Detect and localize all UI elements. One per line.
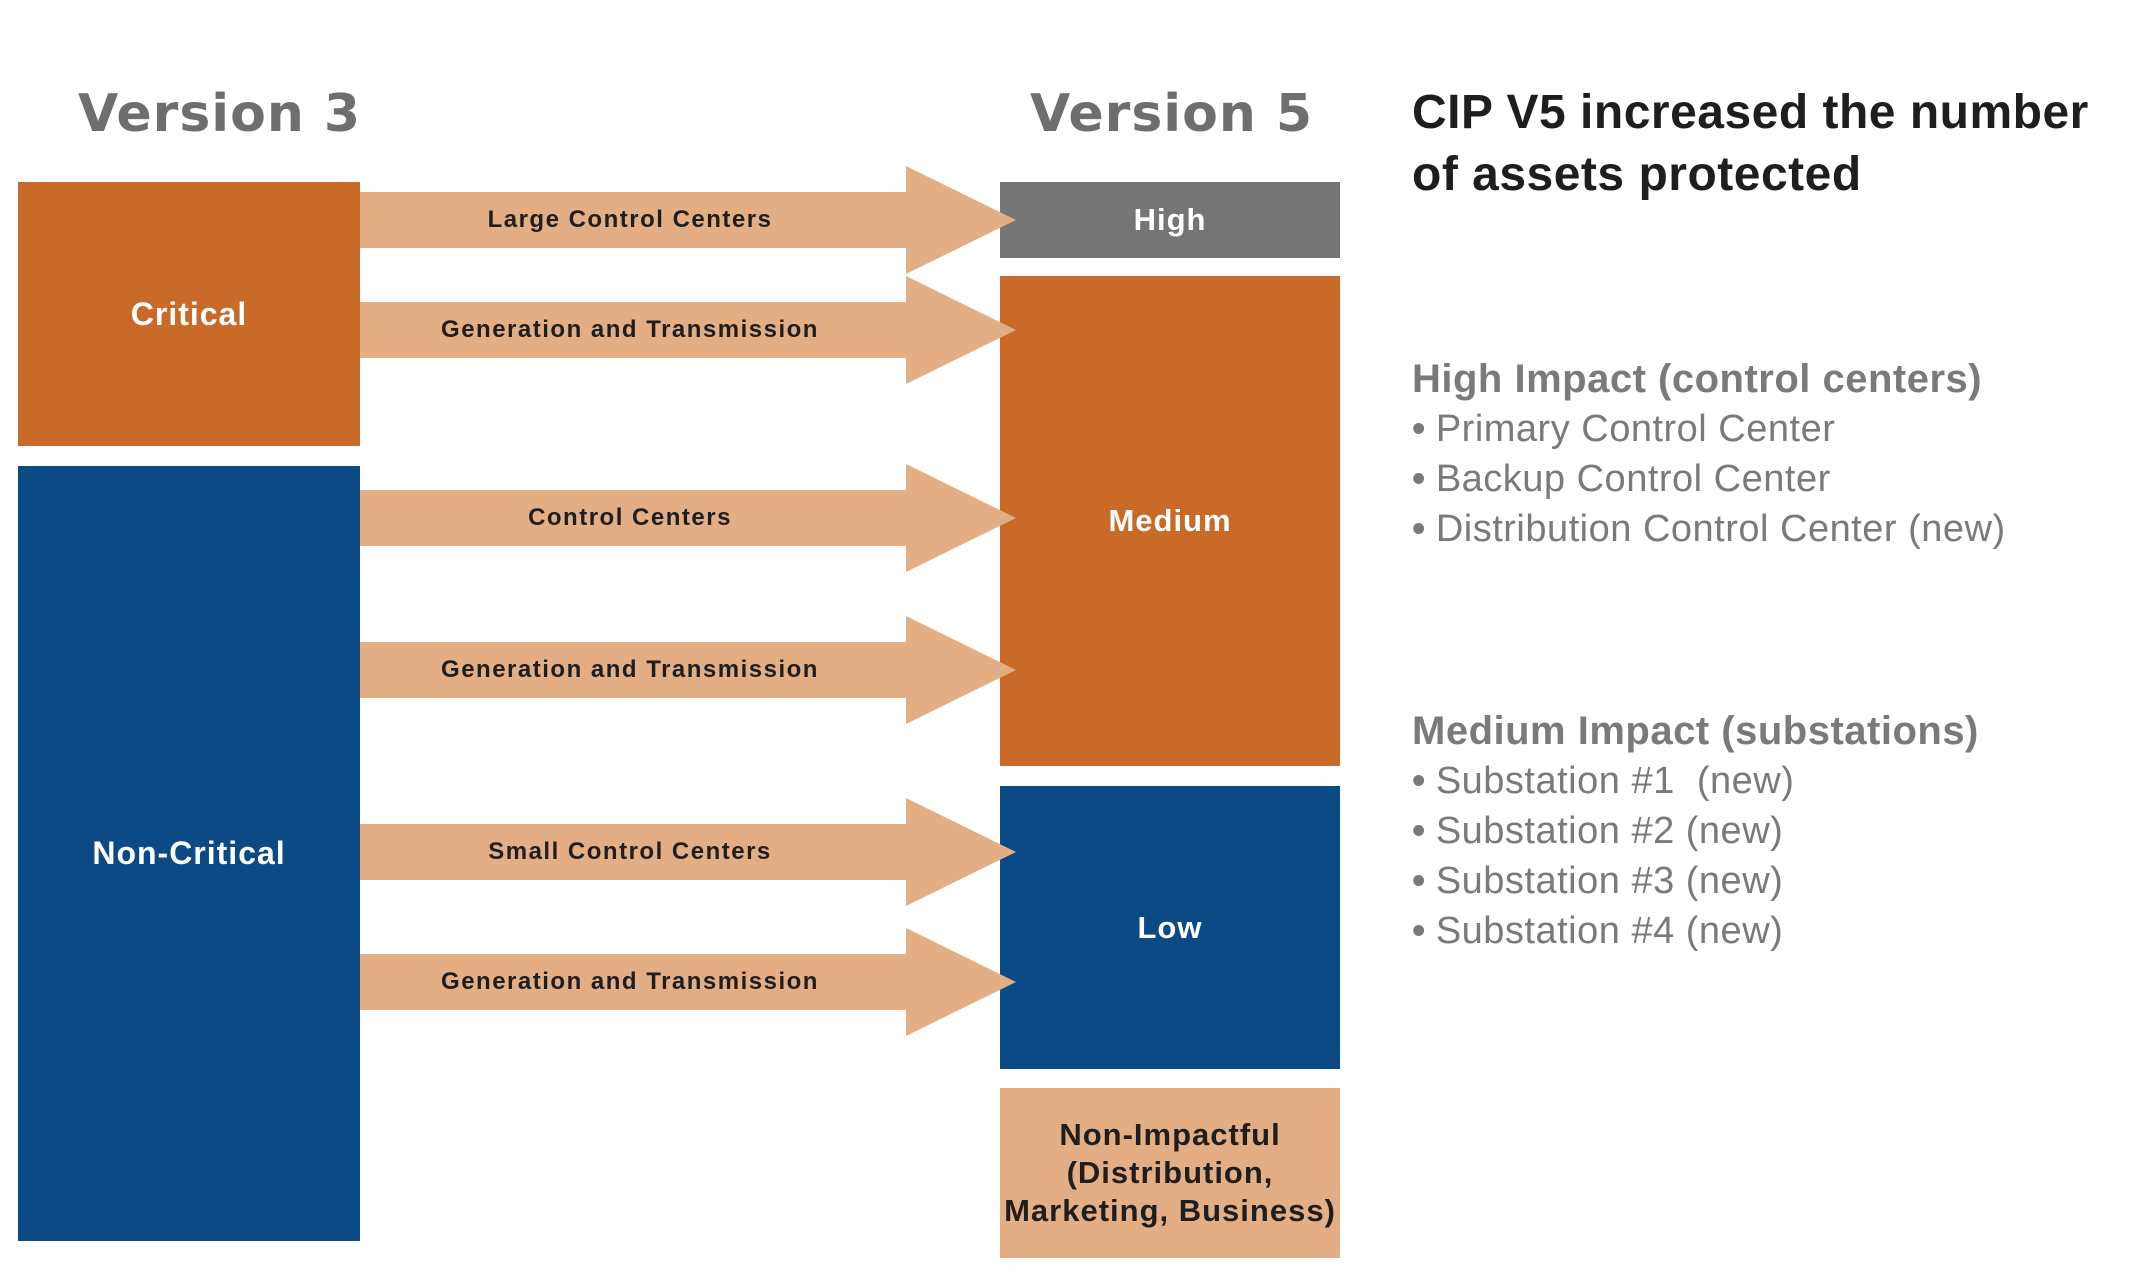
arrow-generation-transmission-1: Generation and Transmission — [360, 276, 1020, 384]
arrow-small-control-centers: Small Control Centers — [360, 798, 1020, 906]
high-impact-section: High Impact (control centers) •Primary C… — [1412, 354, 2006, 554]
critical-box: Critical — [18, 182, 360, 446]
bullet-icon: • — [1412, 458, 1426, 500]
arrow-label: Small Control Centers — [488, 838, 772, 865]
medium-box: Medium — [1000, 276, 1340, 766]
bullet-icon: • — [1412, 508, 1426, 550]
arrow-label: Control Centers — [528, 504, 732, 531]
list-item: •Backup Control Center — [1412, 454, 2006, 504]
list-item-text: Backup Control Center — [1435, 458, 1831, 500]
high-label: High — [1133, 202, 1207, 237]
list-item-text: Substation #2 (new) — [1435, 810, 1784, 852]
non-impactful-line-1: Non-Impactful — [1059, 1117, 1281, 1152]
non-impactful-box: Non-Impactful (Distribution, Marketing, … — [1000, 1088, 1340, 1258]
low-label: Low — [1137, 909, 1203, 945]
arrow-shape — [360, 798, 1016, 906]
version3-heading: Version 3 — [78, 84, 362, 144]
bullet-icon: • — [1412, 810, 1426, 852]
arrow-shape — [360, 616, 1016, 724]
non-critical-label: Non-Critical — [92, 835, 286, 871]
non-impactful-line-2: (Distribution, — [1066, 1155, 1274, 1190]
medium-label: Medium — [1108, 503, 1232, 538]
right-panel-title: CIP V5 increased the number of assets pr… — [1412, 86, 2089, 201]
list-item: •Substation #4 (new) — [1412, 906, 1979, 956]
medium-impact-section: Medium Impact (substations) •Substation … — [1412, 706, 1979, 956]
bullet-icon: • — [1412, 860, 1426, 902]
arrow-shape — [360, 166, 1016, 274]
arrow-label: Generation and Transmission — [441, 316, 819, 343]
critical-label: Critical — [130, 295, 248, 332]
list-item-text: Substation #4 (new) — [1435, 910, 1784, 952]
arrow-label: Large Control Centers — [487, 206, 773, 233]
low-box: Low — [1000, 786, 1340, 1069]
arrow-large-control-centers: Large Control Centers — [360, 166, 1020, 274]
non-critical-box: Non-Critical — [18, 466, 360, 1241]
list-item: •Substation #3 (new) — [1412, 856, 1979, 906]
list-item-text: Substation #1 (new) — [1435, 760, 1795, 802]
bullet-icon: • — [1412, 910, 1426, 952]
high-impact-heading: High Impact (control centers) — [1412, 357, 1983, 401]
arrow-shape — [360, 928, 1016, 1036]
list-item: •Substation #2 (new) — [1412, 806, 1979, 856]
bullet-icon: • — [1412, 408, 1426, 450]
arrow-generation-transmission-3: Generation and Transmission — [360, 928, 1020, 1036]
version5-heading: Version 5 — [1030, 84, 1314, 144]
medium-impact-heading: Medium Impact (substations) — [1412, 709, 1979, 753]
arrow-shape — [360, 276, 1016, 384]
arrow-label: Generation and Transmission — [441, 968, 819, 995]
arrow-label: Generation and Transmission — [441, 656, 819, 683]
arrow-generation-transmission-2: Generation and Transmission — [360, 616, 1020, 724]
list-item: •Primary Control Center — [1412, 404, 2006, 454]
list-item: •Distribution Control Center (new) — [1412, 504, 2006, 554]
list-item-text: Primary Control Center — [1435, 408, 1836, 450]
list-item: •Substation #1 (new) — [1412, 756, 1979, 806]
high-box: High — [1000, 182, 1340, 258]
bullet-icon: • — [1412, 760, 1426, 802]
arrow-control-centers: Control Centers — [360, 464, 1020, 572]
non-impactful-line-3: Marketing, Business) — [1004, 1193, 1336, 1228]
list-item-text: Distribution Control Center (new) — [1435, 508, 2006, 550]
list-item-text: Substation #3 (new) — [1435, 860, 1784, 902]
arrow-shape — [360, 464, 1016, 572]
